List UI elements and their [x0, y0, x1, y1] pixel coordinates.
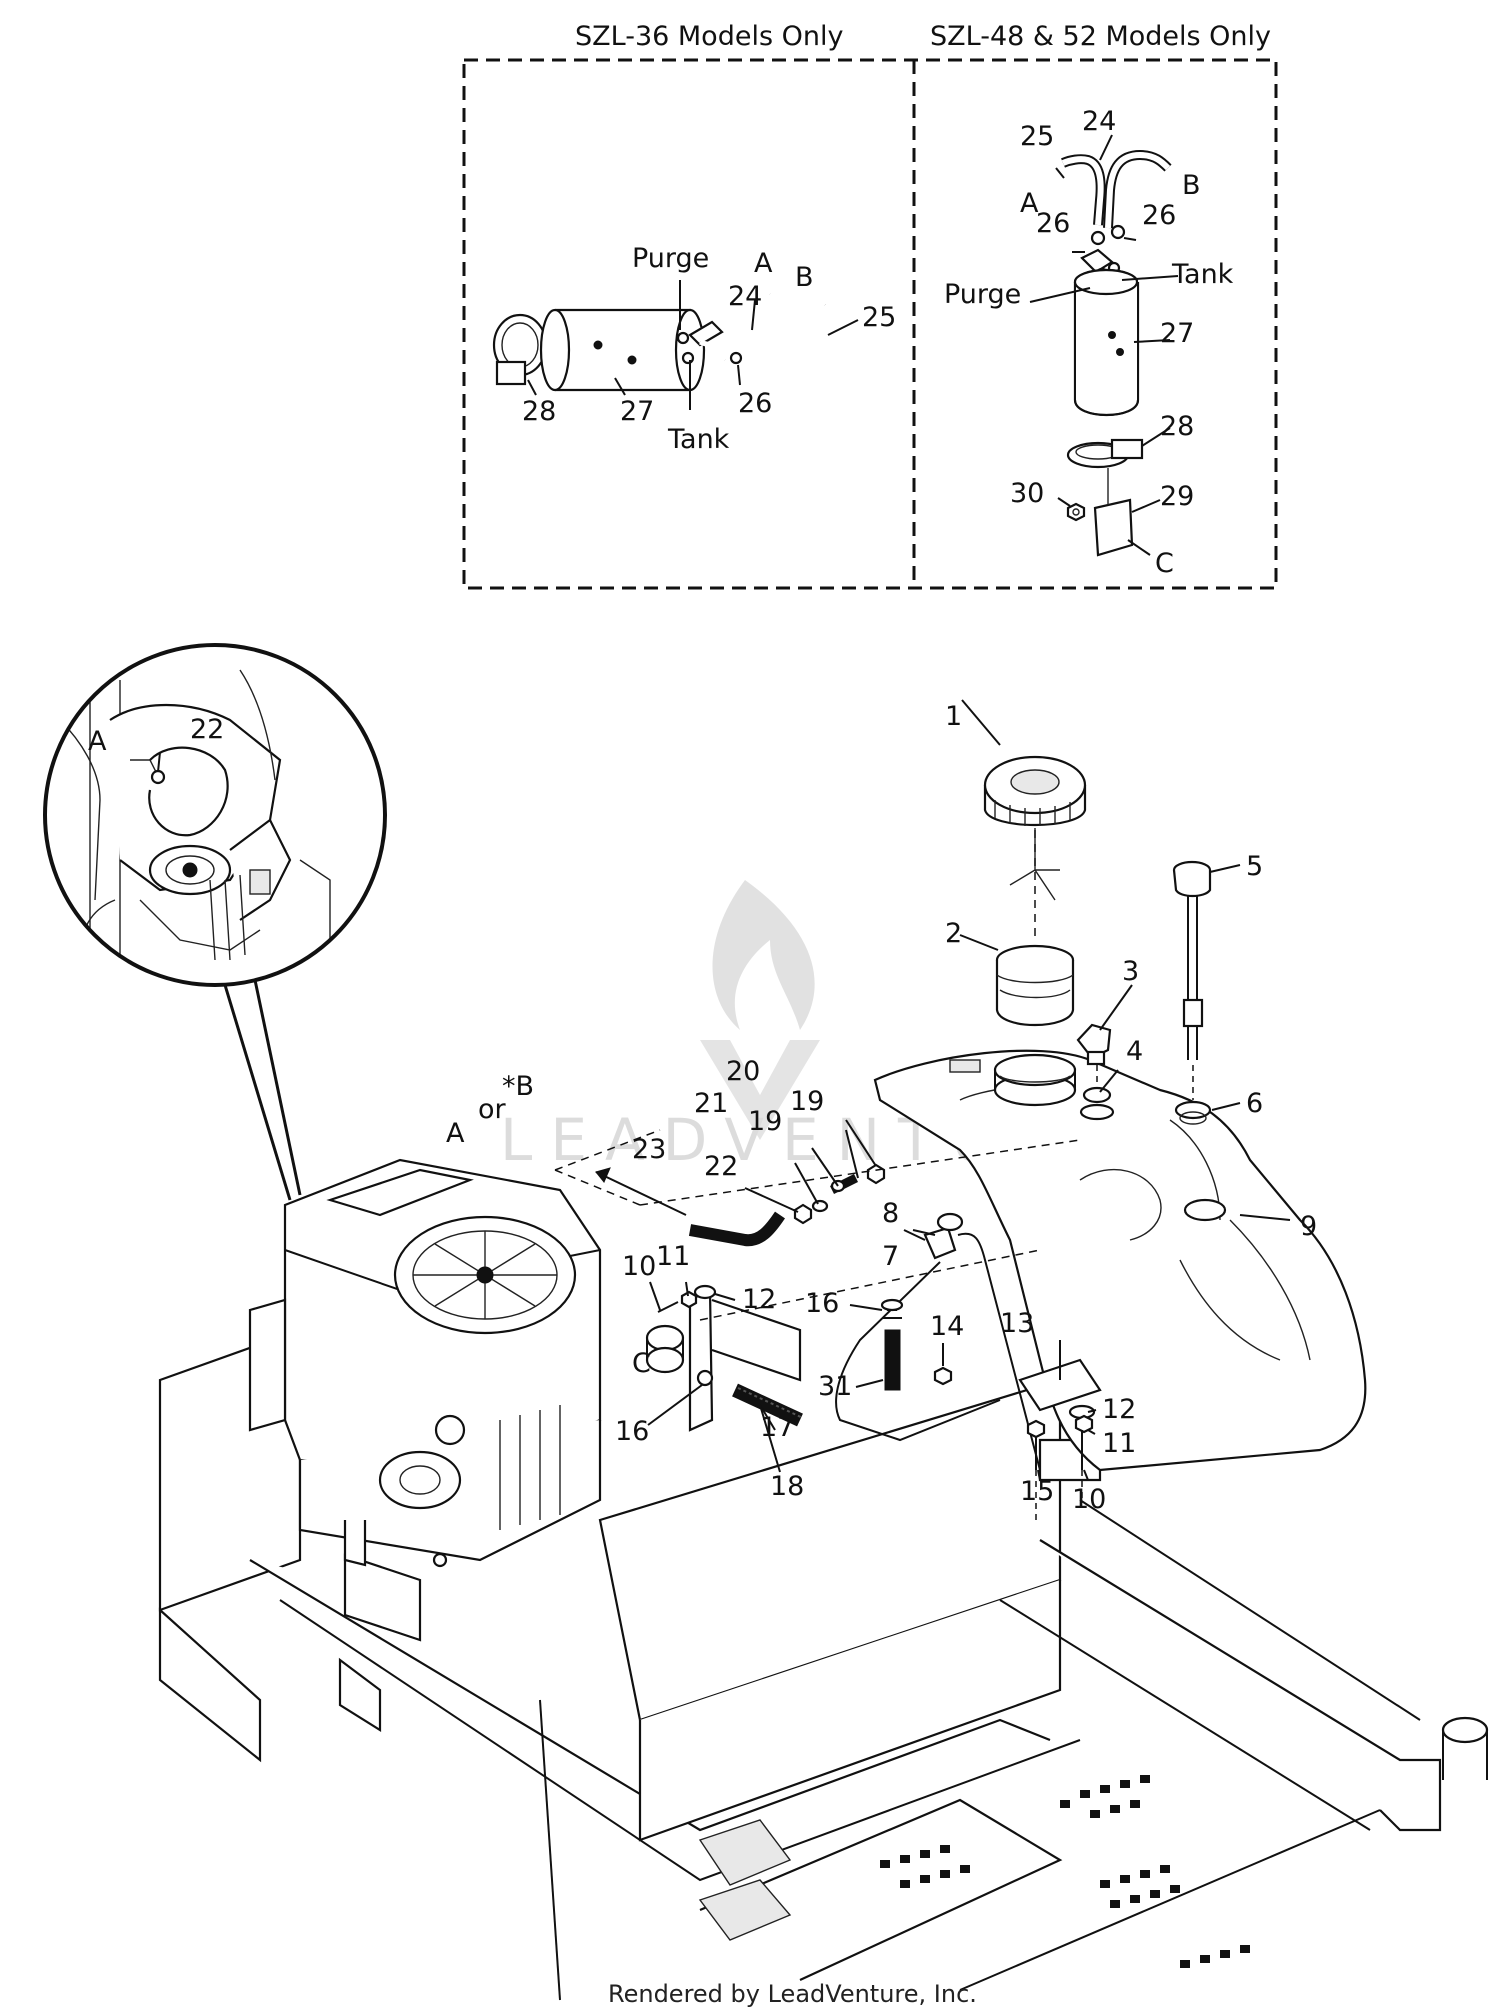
label-c-48: C: [1155, 548, 1174, 579]
label-c-main: C: [632, 1348, 651, 1379]
main-part-labels: 1 2 3 4 5 6 7 8 9 10 11 12 13 12 11 10 1…: [446, 701, 1317, 1515]
label-15: 15: [1020, 1476, 1054, 1507]
label-a-inset: A: [88, 726, 107, 757]
label-13: 13: [1000, 1308, 1034, 1339]
label-5: 5: [1246, 851, 1263, 882]
label-19-right: 19: [790, 1086, 824, 1117]
label-25-48: 25: [1020, 121, 1054, 152]
label-26a-48: 26: [1036, 208, 1070, 239]
header-szl36: SZL-36 Models Only: [575, 21, 843, 52]
label-tank-48: Tank: [1171, 259, 1234, 290]
engine: [248, 1158, 602, 1568]
label-9: 9: [1300, 1211, 1317, 1242]
label-11-right: 11: [1102, 1428, 1136, 1459]
label-a-48: A: [1020, 188, 1039, 219]
label-22: 22: [704, 1151, 738, 1182]
label-7: 7: [882, 1241, 899, 1272]
model-boxes: SZL-36 Models Only SZL-48 & 52 Models On…: [462, 21, 1278, 590]
label-4: 4: [1126, 1036, 1143, 1067]
label-26-36: 26: [738, 388, 772, 419]
szl48-canister-assembly: 25 24 A B 26 26 Purge Tank 27 28 30 29 C: [944, 106, 1234, 579]
label-23: 23: [632, 1134, 666, 1165]
label-6: 6: [1246, 1088, 1263, 1119]
label-2: 2: [945, 918, 962, 949]
label-28-48: 28: [1160, 411, 1194, 442]
label-16-lower: 16: [615, 1416, 649, 1447]
label-star-b: *B: [502, 1071, 534, 1102]
label-3: 3: [1122, 956, 1139, 987]
label-24-36: 24: [728, 281, 762, 312]
label-21: 21: [694, 1088, 728, 1119]
label-26b-48: 26: [1142, 200, 1176, 231]
label-purge-36: Purge: [632, 243, 709, 274]
label-25-36: 25: [862, 302, 896, 333]
fuel-tank-assembly: [554, 699, 1367, 1520]
label-14: 14: [930, 1311, 964, 1342]
footer-credit: Rendered by LeadVenture, Inc.: [608, 1980, 977, 2008]
label-tank-36: Tank: [667, 424, 730, 455]
label-b-48: B: [1182, 170, 1201, 201]
label-22-inset: 22: [190, 714, 224, 745]
header-szl48-52: SZL-48 & 52 Models Only: [930, 21, 1271, 52]
label-a-main: A: [446, 1118, 465, 1149]
label-or: or: [478, 1094, 507, 1125]
label-10-right: 10: [1072, 1484, 1106, 1515]
label-29-48: 29: [1160, 481, 1194, 512]
label-28-36: 28: [522, 396, 556, 427]
label-12-right: 12: [1102, 1394, 1136, 1425]
label-17: 17: [760, 1412, 794, 1443]
label-a-36: A: [754, 248, 773, 279]
label-b-36: B: [795, 262, 814, 293]
label-1: 1: [945, 701, 962, 732]
label-10-left: 10: [622, 1251, 656, 1282]
label-27-48: 27: [1160, 318, 1194, 349]
szl36-canister-assembly: Purge A B 24 25 28 27 26 Tank: [492, 243, 896, 455]
label-11-left: 11: [656, 1241, 690, 1272]
label-8: 8: [882, 1198, 899, 1229]
label-12-left: 12: [742, 1284, 776, 1315]
mower-frame: [158, 1328, 1489, 2001]
label-27-36: 27: [620, 396, 654, 427]
label-16-upper: 16: [805, 1288, 839, 1319]
label-24-48: 24: [1082, 106, 1116, 137]
label-19-left: 19: [748, 1106, 782, 1137]
detail-inset: A 22: [43, 643, 387, 1201]
label-20: 20: [726, 1056, 760, 1087]
label-31: 31: [818, 1371, 852, 1402]
label-purge-48: Purge: [944, 279, 1021, 310]
label-30-48: 30: [1010, 478, 1044, 509]
label-18: 18: [770, 1471, 804, 1502]
